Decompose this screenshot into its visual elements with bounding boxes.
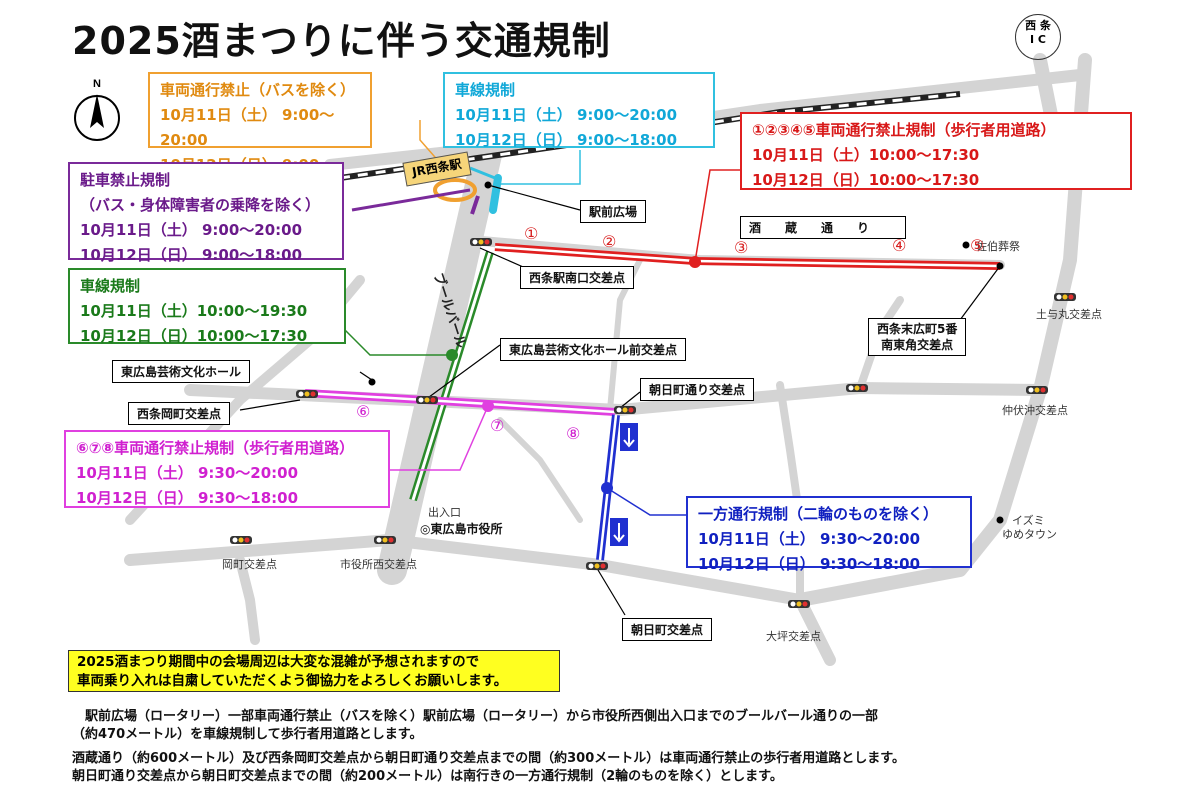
regulation-blue-day2: 10月12日（日） 9:30～18:00 — [698, 555, 921, 573]
regulation-magenta-day2: 10月12日（日） 9:30～18:00 — [76, 489, 299, 507]
oneway-arrow-icon — [610, 518, 628, 546]
sakagura-end-dot — [996, 262, 1004, 270]
regulation-red: ①②③④⑤車両通行禁止規制（歩行者用道路） 10月11日（土）10:00～17:… — [740, 112, 1132, 190]
label-shiyakusho: ◎東広島市役所 — [420, 522, 503, 536]
regulation-blue-day1: 10月11日（土） 9:30～20:00 — [698, 530, 921, 548]
label-saijo-suehiro-line2: 南東角交差点 — [881, 338, 954, 352]
cyan-lane-route — [489, 174, 502, 214]
label-otsubo: 大坪交差点 — [766, 630, 821, 643]
route-number-8: ⑧ — [566, 424, 581, 443]
road-east — [793, 53, 1092, 607]
route-number-7: ⑦ — [490, 416, 505, 435]
regulation-magenta: ⑥⑦⑧車両通行禁止規制（歩行者用道路） 10月11日（土） 9:30～20:00… — [64, 430, 390, 508]
purple-parking-mark — [470, 195, 480, 215]
footnote-2-line2: 朝日町通り交差点から朝日町交差点までの間（約200メートル）は南行きの一方通行規… — [72, 769, 783, 784]
regulation-cyan-day2: 10月12日（日） 9:00～18:00 — [455, 131, 678, 149]
label-deiriguchi: 出入口 — [428, 506, 461, 519]
route-number-5: ⑤ — [970, 236, 985, 255]
regulation-cyan-heading: 車線規制 — [455, 81, 516, 99]
traffic-signal-icons — [230, 238, 1076, 608]
label-bunka-hall-mae: 東広島芸術文化ホール前交差点 — [500, 338, 687, 361]
regulation-red-day2: 10月12日（日）10:00～17:30 — [752, 171, 980, 189]
label-saijo-okamachi: 西条岡町交差点 — [128, 402, 231, 425]
label-izumi: イズミ — [1012, 514, 1045, 527]
regulation-purple: 駐車禁止規制 （バス・身体障害者の乗降を除く） 10月11日（土） 9:00～2… — [68, 162, 344, 264]
label-sakagura-dori: 酒 蔵 通 り — [740, 216, 906, 239]
regulation-purple-heading: 駐車禁止規制 — [80, 171, 171, 189]
label-leaders — [239, 184, 1001, 616]
green-leader — [344, 329, 452, 356]
label-okamachi: 岡町交差点 — [222, 558, 277, 571]
footnote-2-line1: 酒蔵通り（約600メートル）及び西条岡町交差点から朝日町通り交差点までの間（約3… — [72, 751, 905, 766]
route-number-6: ⑥ — [356, 402, 371, 421]
regulation-green-heading: 車線規制 — [80, 277, 141, 295]
regulation-magenta-day1: 10月11日（土） 9:30～20:00 — [76, 464, 299, 482]
regulation-purple-sub: （バス・身体障害者の乗降を除く） — [80, 196, 321, 214]
road-inner — [497, 417, 583, 523]
road-okamachi — [235, 555, 260, 645]
regulation-orange: 車両通行禁止（バスを除く） 10月11日（土） 9:00～20:00 10月12… — [148, 72, 372, 199]
bunka-hall-dot — [368, 378, 376, 386]
regulation-magenta-heading: ⑥⑦⑧車両通行禁止規制（歩行者用道路） — [76, 439, 355, 457]
izumi-dot — [996, 516, 1004, 524]
route-number-3: ③ — [734, 238, 749, 257]
route-number-4: ④ — [892, 236, 907, 255]
notice-line1: 2025酒まつり期間中の会場周辺は大変な混雑が予想されますので — [77, 654, 480, 670]
regulation-red-heading: ①②③④⑤車両通行禁止規制（歩行者用道路） — [752, 121, 1056, 139]
north-compass-icon: N — [74, 78, 120, 141]
green-lane-center — [411, 251, 492, 501]
ic-char: I — [1029, 33, 1035, 46]
sahaku-dot — [962, 241, 970, 249]
label-nakafushiki: 仲伏沖交差点 — [1002, 404, 1068, 417]
label-saijo-suehiro: 西条末広町5番 南東角交差点 — [868, 318, 967, 356]
oneway-arrow-icon — [620, 423, 638, 451]
purple-parking-line — [351, 188, 471, 212]
footnote-2: 酒蔵通り（約600メートル）及び西条岡町交差点から朝日町通り交差点までの間（約3… — [72, 750, 905, 786]
regulation-blue: 一方通行規制（二輪のものを除く） 10月11日（土） 9:30～20:00 10… — [686, 496, 972, 573]
label-asahimachi-dori: 朝日町通り交差点 — [640, 378, 755, 401]
page-title: 2025酒まつりに伴う交通規制 — [72, 19, 611, 63]
blue-leader — [606, 487, 686, 516]
route-number-1: ① — [524, 224, 539, 243]
footnote-1-line1: 駅前広場（ロータリー）一部車両通行禁止（バスを除く）駅前広場（ロータリー）から市… — [72, 709, 879, 724]
ekimae-dot — [484, 181, 492, 189]
notice-line2: 車両乗り入れは自粛していただくよう御協力をよろしくお願いします。 — [77, 673, 508, 689]
label-asahimachi: 朝日町交差点 — [622, 618, 713, 641]
label-doyomaru: 土与丸交差点 — [1036, 308, 1102, 321]
red-leader — [694, 169, 740, 263]
regulation-red-day1: 10月11日（土）10:00～17:30 — [752, 146, 980, 164]
footnote-1: 駅前広場（ロータリー）一部車両通行禁止（バスを除く）駅前広場（ロータリー）から市… — [72, 708, 878, 744]
magenta-leader — [390, 405, 489, 471]
regulation-purple-day1: 10月11日（土） 9:00～20:00 — [80, 221, 303, 239]
road-boulevard — [377, 135, 503, 585]
label-bunka-hall: 東広島芸術文化ホール — [112, 360, 251, 383]
label-saijo-minamiguchi: 西条駅南口交差点 — [520, 266, 635, 289]
regulation-orange-heading: 車両通行禁止（バスを除く） — [160, 81, 356, 99]
regulation-purple-day2: 10月12日（日） 9:00～18:00 — [80, 246, 303, 264]
regulation-green-day2: 10月12日（日）10:00～17:30 — [80, 327, 308, 345]
label-saijo-suehiro-line1: 西条末広町5番 — [877, 322, 958, 336]
cyan-leader — [500, 150, 581, 185]
saijo-ic-marker: 西 条 I C — [1015, 14, 1061, 60]
label-ekimae-hiroba: 駅前広場 — [580, 200, 647, 223]
regulation-green-day1: 10月11日（土）10:00～19:30 — [80, 302, 308, 320]
label-shiyakusho-nishi: 市役所西交差点 — [340, 558, 417, 571]
label-youme: ゆめタウン — [1002, 528, 1057, 541]
footnote-1-line2: （約470メートル）を車線規制して歩行者用道路とします。 — [72, 727, 423, 742]
regulation-cyan-day1: 10月11日（土） 9:00～20:00 — [455, 106, 678, 124]
notice-box: 2025酒まつり期間中の会場周辺は大変な混雑が予想されますので 車両乗り入れは自… — [68, 650, 560, 692]
cyan-lane-edge — [469, 166, 501, 182]
regulation-blue-heading: 一方通行規制（二輪のものを除く） — [698, 505, 939, 523]
regulation-orange-day1: 10月11日（土） 9:00～20:00 — [160, 106, 335, 149]
regulation-green: 車線規制 10月11日（土）10:00～19:30 10月12日（日）10:00… — [68, 268, 346, 345]
ic-char: 西 — [1025, 19, 1037, 32]
label-sahaku-sosai: 佐伯葬祭 — [976, 240, 1020, 253]
route-number-2: ② — [602, 232, 617, 251]
ic-char: 条 — [1039, 19, 1051, 32]
ic-char: C — [1037, 33, 1046, 46]
compass-label: N — [93, 78, 101, 90]
regulation-cyan: 車線規制 10月11日（土） 9:00～20:00 10月12日（日） 9:00… — [443, 72, 715, 149]
